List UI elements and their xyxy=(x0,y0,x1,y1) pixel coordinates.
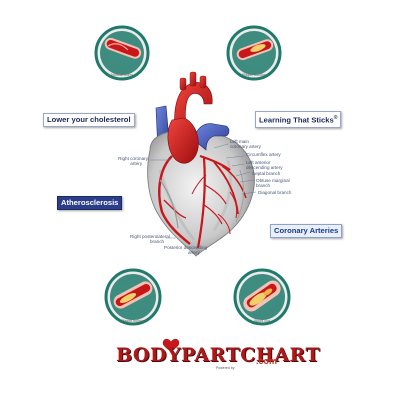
label-left-main-2: coronary artery xyxy=(230,144,262,149)
brand-logo-domain: .com xyxy=(256,356,278,366)
artery-circle-top-right: Plaque buildup xyxy=(226,25,282,81)
circle-caption: Blood clot xyxy=(254,319,270,323)
circle-caption: Plaque buildup xyxy=(242,73,266,77)
label-right-coronary: Right coronary xyxy=(118,156,149,161)
label-septal: Septal branch xyxy=(252,171,281,176)
leader-lines xyxy=(150,143,257,253)
label-posterior-descending: Posterior descending xyxy=(164,245,208,250)
circle-caption: Plaque buildup xyxy=(121,319,145,323)
label-right-posterolateral-2: branch xyxy=(150,239,164,244)
label-lad: Left anterior xyxy=(246,160,271,165)
callout-text: Coronary Arteries xyxy=(274,226,339,235)
callout-atherosclerosis: Atherosclerosis xyxy=(57,196,123,210)
label-diagonal: Diagonal branch xyxy=(258,190,292,195)
brand-logo: BODYPARTCHART xyxy=(116,344,321,366)
logo-heart-icon xyxy=(162,338,180,352)
callout-text: Atherosclerosis xyxy=(61,198,119,207)
callout-lower-cholesterol: Lower your cholesterol xyxy=(43,113,135,127)
label-posterior-descending-2: artery xyxy=(188,250,200,255)
label-obtuse: Obtuse marginal xyxy=(256,178,290,183)
callout-text: Learning That Sticks xyxy=(259,115,334,125)
artery-circle-bottom-left: Plaque buildup xyxy=(104,268,162,326)
artery-circle-bottom-right: Blood clot xyxy=(233,268,291,326)
brand-logo-powered-by: Powered by xyxy=(216,366,235,370)
label-obtuse-2: branch xyxy=(256,183,270,188)
label-lad-2: descending artery xyxy=(246,165,283,170)
callout-coronary-arteries: Coronary Arteries xyxy=(270,224,343,238)
anatomy-labels: Left main coronary artery Circumflex art… xyxy=(118,139,292,255)
heart-illustration xyxy=(147,71,255,257)
callout-text: Lower your cholesterol xyxy=(47,115,131,124)
circle-caption: Normal artery xyxy=(111,73,133,77)
label-left-main: Left main xyxy=(230,139,249,144)
label-right-posterolateral: Right posterolateral xyxy=(130,234,170,239)
artery-circle-top-left: Normal artery xyxy=(94,25,150,81)
label-circumflex: Circumflex artery xyxy=(246,152,281,157)
trademark-mark: ® xyxy=(333,115,338,121)
callout-learning-that-sticks: Learning That Sticks® xyxy=(255,111,342,128)
label-right-coronary-2: artery xyxy=(130,161,142,166)
